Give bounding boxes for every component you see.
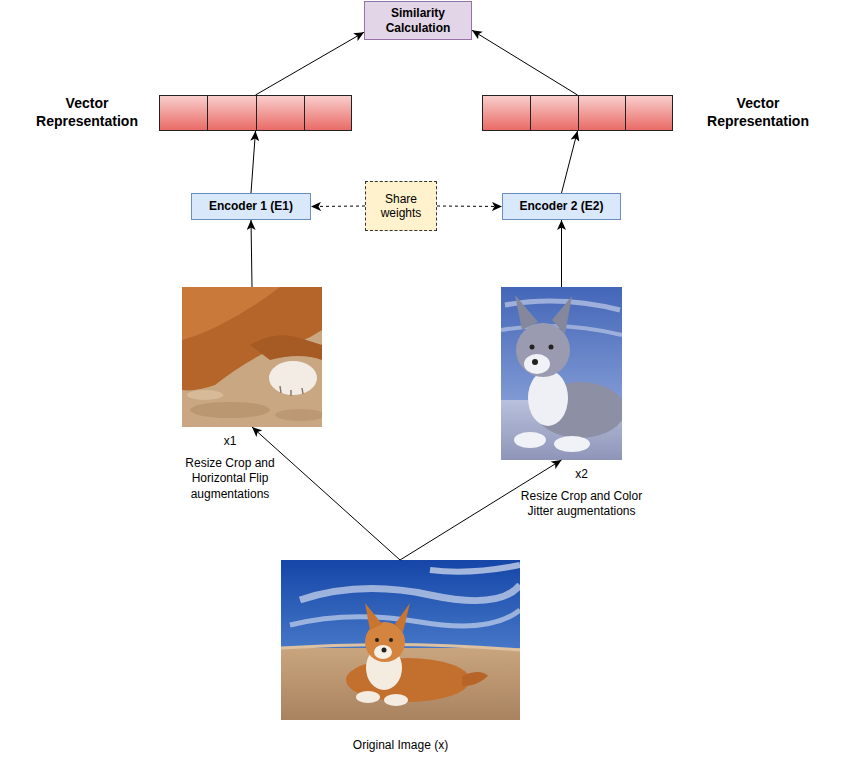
encoder-box: Encoder 1 (E1) [191, 193, 311, 220]
crop-flip-photo [182, 287, 322, 427]
vector-heading: Vector Representation [22, 95, 152, 130]
image-label: x1 [168, 434, 292, 450]
image-caption: Original Image (x) [301, 738, 501, 754]
vector-cell [530, 95, 579, 131]
vector-cell [482, 95, 531, 131]
vector-cell [207, 95, 256, 131]
arrow [256, 32, 365, 95]
arrow [251, 131, 256, 193]
crop-jitter-photo [501, 287, 622, 460]
vector-cell [256, 95, 305, 131]
augmented-image: x1Resize Crop and Horizontal Flip augmen… [182, 287, 322, 427]
vector-cell [304, 95, 352, 131]
vector-cell [578, 95, 627, 131]
vector-bar: Vector Representation [482, 95, 673, 131]
similarity-box: Similarity Calculation [364, 1, 472, 40]
image-caption: x2Resize Crop and Color Jitter augmentat… [520, 467, 644, 520]
vector-heading: Vector Representation [693, 95, 823, 130]
arrow [562, 131, 578, 193]
dashed-arrow [437, 206, 502, 208]
arrow [252, 427, 400, 560]
vector-cell [625, 95, 673, 131]
box-label: Similarity Calculation [370, 6, 466, 35]
arrow [251, 220, 252, 287]
arrow [561, 220, 562, 287]
image-caption: x1Resize Crop and Horizontal Flip augmen… [168, 434, 292, 502]
share-weights-box: Share weights [365, 181, 437, 231]
vector-bar: Vector Representation [159, 95, 352, 131]
box-label: Encoder 2 (E2) [519, 199, 603, 213]
augmented-image: x2Resize Crop and Color Jitter augmentat… [501, 287, 622, 460]
original-photo [281, 560, 520, 720]
image-description: Resize Crop and Color Jitter augmentatio… [520, 489, 644, 520]
image-description: Resize Crop and Horizontal Flip augmenta… [168, 456, 292, 503]
box-label: Share weights [371, 192, 431, 221]
vector-cell [159, 95, 208, 131]
image-label: Original Image (x) [301, 738, 501, 754]
source-image: Original Image (x) [281, 560, 520, 720]
dashed-arrow [311, 206, 365, 208]
encoder-box: Encoder 2 (E2) [502, 193, 621, 220]
image-label: x2 [520, 467, 644, 483]
box-label: Encoder 1 (E1) [209, 199, 293, 213]
arrow [472, 30, 578, 95]
